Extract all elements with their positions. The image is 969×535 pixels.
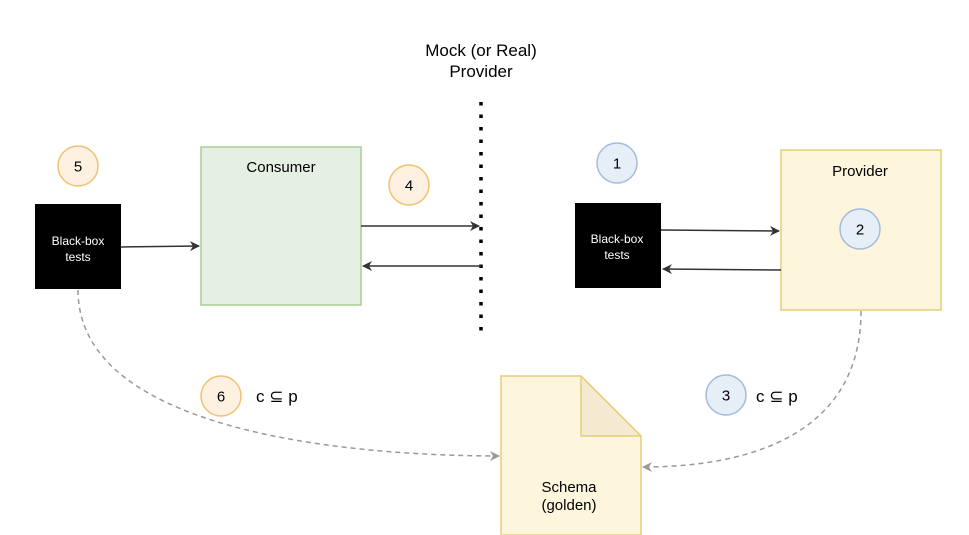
mock-provider-label-line2: Provider xyxy=(449,62,513,81)
consumer-box xyxy=(200,146,362,306)
badge-5-label: 5 xyxy=(74,159,82,176)
dashed-arrow-tests-to-schema xyxy=(77,289,500,461)
mock-provider-label-line1: Mock (or Real) xyxy=(425,41,536,60)
arrow-provider-to-tests xyxy=(662,264,782,275)
badge-6 xyxy=(200,375,242,417)
badge-3-label: 3 xyxy=(722,388,730,405)
arrow-tests-to-provider xyxy=(660,225,780,236)
badge-2-label: 2 xyxy=(856,222,864,239)
badge-3 xyxy=(705,374,747,416)
schema-document-fold xyxy=(580,375,642,437)
badge-1-label: 1 xyxy=(613,156,621,173)
arrow-tests-to-consumer xyxy=(120,241,200,252)
blackbox-tests-left xyxy=(35,204,121,289)
consumer-label: Consumer xyxy=(246,159,315,176)
blackbox-right-label-line1: Black-box xyxy=(591,232,644,246)
blackbox-tests-right xyxy=(575,203,661,288)
blackbox-right-label-line2: tests xyxy=(604,248,629,262)
schema-label-line2: (golden) xyxy=(541,497,596,514)
provider-label: Provider xyxy=(832,163,888,180)
badge-2 xyxy=(839,208,881,250)
badge-4-label: 4 xyxy=(405,178,413,195)
relation-right-label: c ⊆ p xyxy=(756,387,798,406)
dashed-arrow-provider-to-schema xyxy=(642,310,862,472)
blackbox-left-label-line2: tests xyxy=(65,250,90,264)
badge-1 xyxy=(596,142,638,184)
schema-label-line1: Schema xyxy=(541,479,597,496)
badge-5 xyxy=(57,145,99,187)
badge-6-label: 6 xyxy=(217,389,225,406)
badge-4 xyxy=(388,164,430,206)
relation-left-label: c ⊆ p xyxy=(256,387,298,406)
blackbox-left-label-line1: Black-box xyxy=(52,234,105,248)
